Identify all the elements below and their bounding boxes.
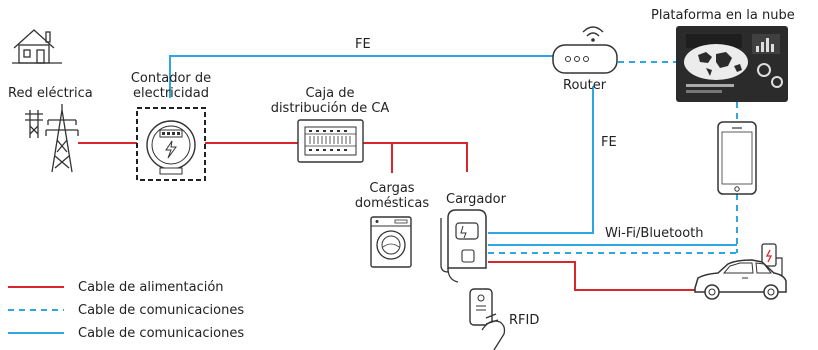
power-tower-icon: [25, 104, 79, 173]
fe-top-label: FE: [355, 37, 371, 52]
car-icon: [694, 259, 787, 300]
ac-box-label-line1: Caja de: [305, 86, 355, 101]
smartphone-icon: [717, 121, 757, 195]
legend: [8, 286, 64, 334]
charger-label: Cargador: [446, 192, 506, 207]
power-lines: [78, 142, 695, 291]
fe-right-label: FE: [601, 135, 617, 150]
wifi-bt-label: Wi-Fi/Bluetooth: [605, 226, 704, 241]
house-icon: [12, 29, 62, 64]
distribution-box-icon: [297, 119, 364, 163]
legend-comm-dashed-label: Cable de comunicaciones: [78, 303, 245, 318]
loads-label-line2: domésticas: [354, 196, 430, 211]
meter-icon: [136, 107, 206, 181]
grid-label: Red eléctrica: [8, 86, 93, 101]
cloud-label: Plataforma en la nube: [651, 8, 795, 23]
washing-machine-icon: [370, 216, 412, 268]
ac-box-label-line2: distribución de CA: [270, 101, 390, 116]
legend-comm-solid-label: Cable de comunicaciones: [78, 326, 245, 341]
legend-power-label: Cable de alimentación: [78, 280, 224, 295]
meter-label: Contador de electricidad: [118, 71, 224, 101]
router-icon: [552, 26, 618, 74]
rfid-card-icon: [469, 288, 506, 350]
loads-label: Cargas domésticas: [350, 181, 434, 211]
cloud-dashboard-icon: [676, 26, 788, 102]
comm-lines-dashed: [488, 61, 738, 254]
router-label: Router: [563, 78, 607, 93]
ac-box-label: Caja de distribución de CA: [262, 86, 398, 116]
meter-label-line2: electricidad: [132, 86, 210, 101]
charger-icon: [440, 209, 487, 283]
meter-label-line1: Contador de: [130, 71, 212, 86]
rfid-label: RFID: [509, 313, 540, 328]
loads-label-line1: Cargas: [369, 181, 415, 196]
comm-lines-solid: [169, 55, 737, 246]
